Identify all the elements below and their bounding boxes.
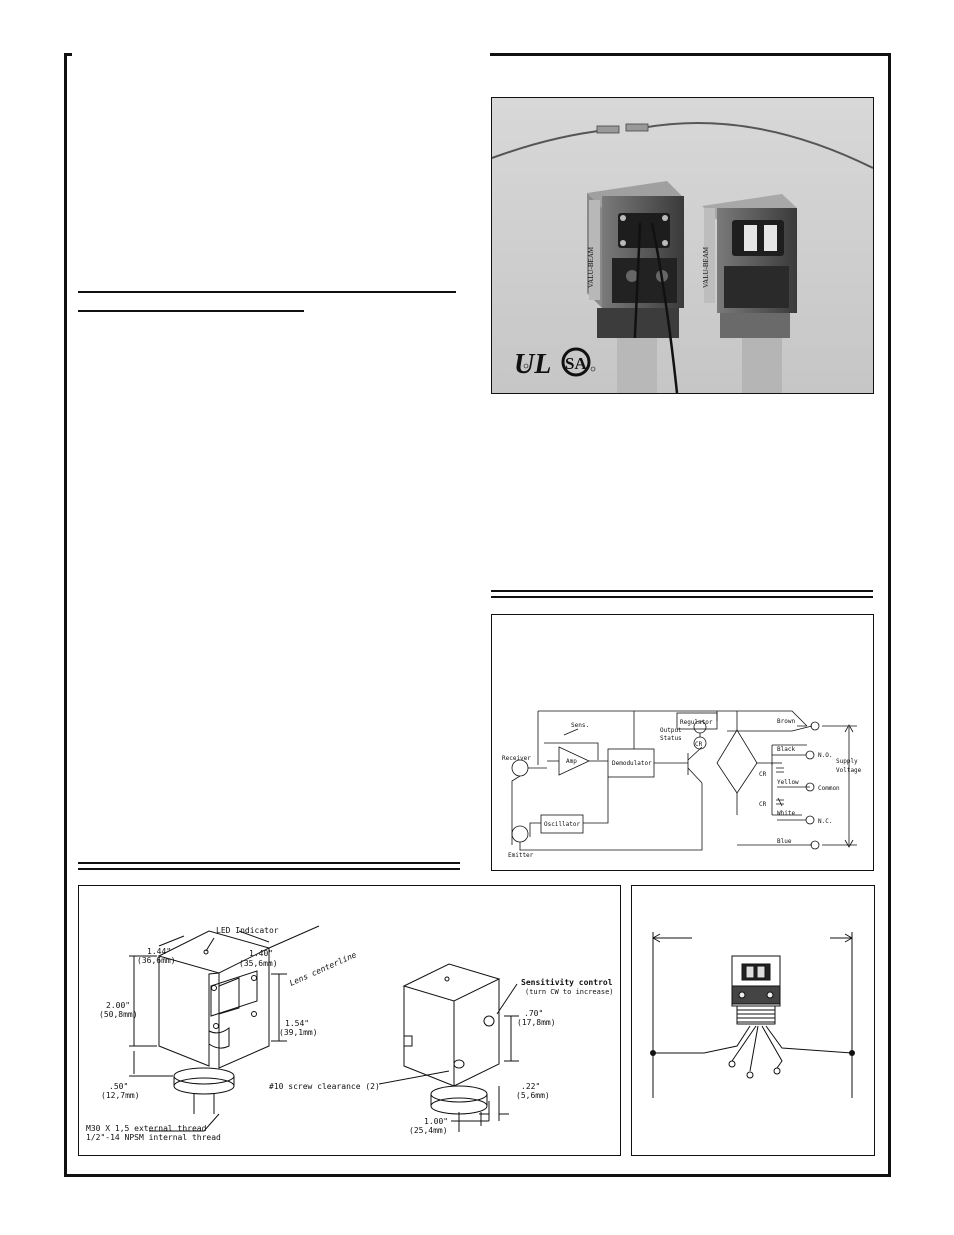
dim-70: .70"	[524, 1009, 543, 1018]
voltage-label: Voltage	[836, 767, 862, 774]
dimension-drawing-frame: LED Indicator 1.44" (36,6mm) 1.40" (35,6…	[78, 885, 621, 1156]
cr2-label: CR	[759, 801, 767, 808]
dim-140-mm: (35,6mm)	[239, 959, 278, 968]
hookup-diagram	[650, 932, 855, 1098]
supply-label: Supply	[836, 758, 858, 765]
led-indicator-label: LED Indicator	[216, 926, 279, 935]
dim-100: 1.00"	[424, 1117, 448, 1126]
sensitivity-label: Sensitivity control	[521, 977, 613, 987]
dim-70-mm: (17,8mm)	[517, 1018, 556, 1027]
thread-line-1: M30 X 1,5 external thread	[86, 1124, 207, 1133]
demodulator-label: Demodulator	[612, 760, 652, 767]
thread-line-2: 1/2"-14 NPSM internal thread	[86, 1133, 221, 1142]
cr-led-label: CR	[695, 741, 703, 748]
dim-200: 2.00"	[106, 1001, 130, 1010]
csa-mark: SA	[561, 347, 596, 377]
blue-label: Blue	[777, 838, 792, 845]
black-label: Black	[777, 746, 795, 753]
dimension-drawing: LED Indicator 1.44" (36,6mm) 1.40" (35,6…	[86, 925, 614, 1142]
receiver-label: Receiver	[502, 755, 531, 762]
product-photo: VALU-BEAM VALU-BEAM UL SA	[492, 98, 873, 393]
lens-centerline-label: Lens centerline	[288, 950, 358, 988]
status-label: Status	[660, 735, 682, 742]
left-bottom-rule-2	[78, 868, 460, 870]
regulator-label: Regulator	[680, 719, 713, 726]
dim-22-mm: (5,6mm)	[516, 1091, 550, 1100]
page-frame-top-right	[490, 53, 891, 56]
no-label: N.O.	[818, 752, 832, 759]
dim-140: 1.40"	[249, 949, 273, 958]
left-bottom-rule-1	[78, 862, 460, 864]
product-photo-frame: VALU-BEAM VALU-BEAM UL SA	[491, 97, 874, 394]
left-section-rule-1	[78, 291, 456, 293]
page-frame-left	[64, 53, 67, 1177]
ul-listed-mark: UL	[514, 349, 551, 380]
dim-154: 1.54"	[285, 1019, 309, 1028]
right-section-rule-1	[491, 590, 873, 592]
schematic-diagram: Regulator Brown Sens. Output Status Blac…	[502, 710, 862, 859]
page-frame-bottom	[64, 1174, 891, 1177]
photo-label-right: VALU-BEAM	[702, 246, 710, 288]
dim-200-mm: (50,8mm)	[99, 1010, 138, 1019]
dim-22: .22"	[521, 1082, 540, 1091]
left-section-rule-2	[78, 310, 304, 312]
white-label: White	[777, 810, 795, 817]
brown-label: Brown	[777, 718, 795, 725]
schematic-frame: Regulator Brown Sens. Output Status Blac…	[491, 614, 874, 871]
dim-144-mm: (36,6mm)	[137, 956, 176, 965]
emitter-label: Emitter	[508, 852, 534, 859]
dim-50-mm: (12,7mm)	[101, 1091, 140, 1100]
output-label: Output	[660, 727, 682, 734]
page-frame-tick-left	[64, 53, 72, 56]
common-label: Common	[818, 785, 840, 792]
dim-144: 1.44"	[147, 947, 171, 956]
hookup-diagram-frame	[631, 885, 875, 1156]
dim-50: .50"	[109, 1082, 128, 1091]
oscillator-label: Oscillator	[544, 821, 581, 828]
yellow-label: Yellow	[777, 779, 799, 786]
screw-clearance-label: #10 screw clearance (2)	[269, 1082, 380, 1091]
cr1-label: CR	[759, 771, 767, 778]
amp-label: Amp	[566, 758, 577, 765]
dim-154-mm: (39,1mm)	[279, 1028, 318, 1037]
photo-label-left: VALU-BEAM	[587, 246, 595, 288]
nc-label: N.C.	[818, 818, 832, 825]
svg-text:SA: SA	[565, 354, 587, 373]
sens-label: Sens.	[571, 722, 589, 729]
right-section-rule-2	[491, 596, 873, 598]
sensitivity-note: (turn CW to increase)	[525, 988, 614, 996]
svg-text:UL: UL	[514, 349, 551, 380]
dim-100-mm: (25,4mm)	[409, 1126, 448, 1135]
page-frame-right	[888, 53, 891, 1177]
